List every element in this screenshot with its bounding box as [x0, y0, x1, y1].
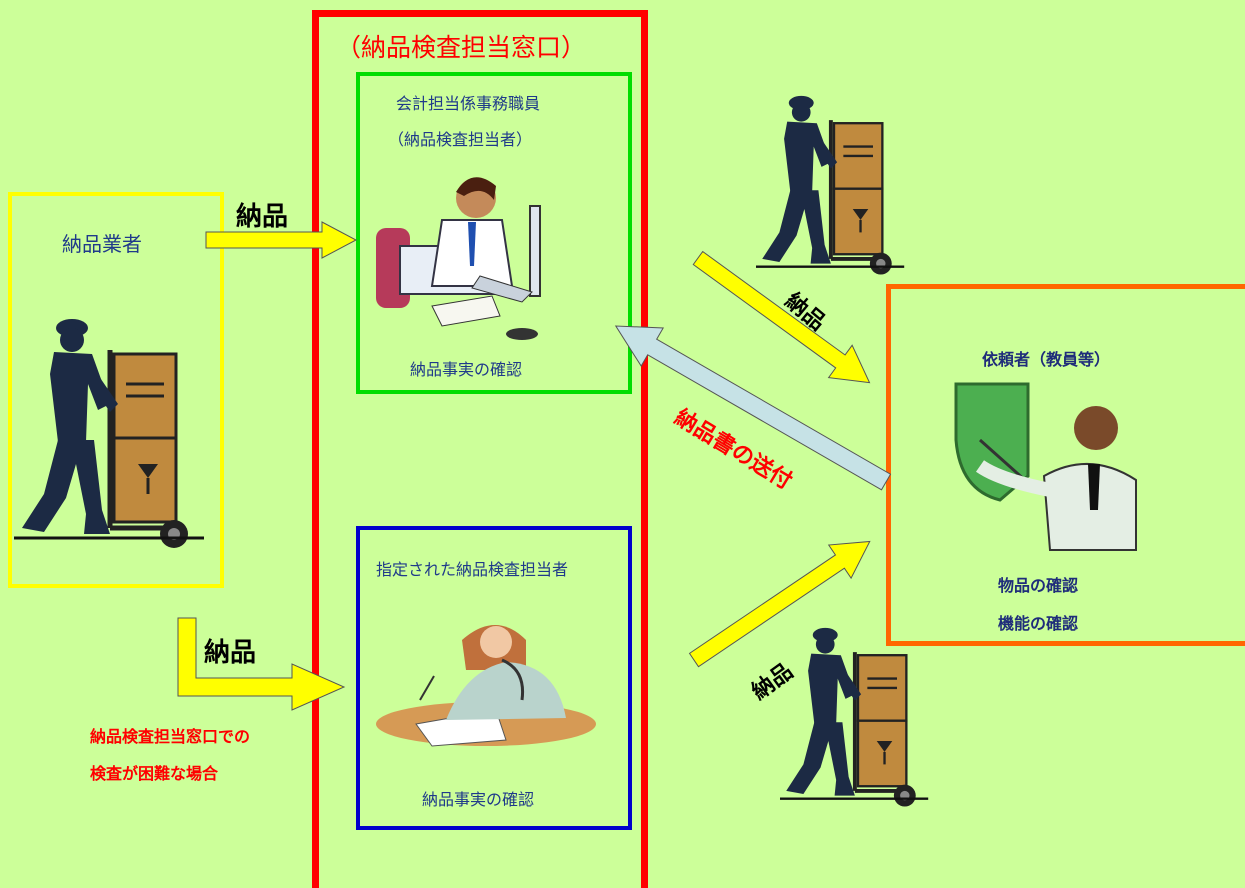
accounting-subtitle: （納品検査担当者）	[388, 130, 533, 149]
designated-title: 指定された納品検査担当者	[376, 560, 569, 579]
delivery-worker-bottom-right	[778, 625, 931, 809]
difficult-case-line1: 納品検査担当窓口での	[90, 727, 251, 746]
clerk-at-computer-illustration	[376, 177, 541, 340]
vendor-box	[8, 192, 224, 588]
vendor-label: 納品業者	[62, 232, 142, 256]
delivery-label-top: 納品	[236, 202, 289, 232]
delivery-worker-vendor	[14, 314, 214, 544]
requester-box	[886, 284, 1245, 646]
designated-inspector-box	[356, 526, 632, 830]
delivery-worker-top-right	[754, 93, 907, 277]
requester-title: 依頼者（教員等）	[982, 350, 1111, 369]
teacher-with-board-illustration	[954, 382, 1137, 551]
requester-line1: 物品の確認	[998, 576, 1079, 595]
requester-line2: 機能の確認	[998, 614, 1079, 633]
accounting-staff-box	[356, 72, 632, 394]
inspector-on-phone-illustration	[376, 625, 596, 747]
inspection-window-box	[312, 10, 648, 888]
difficult-case-line2: 検査が困難な場合	[90, 764, 219, 783]
delivery-label-bottom: 納品	[204, 638, 257, 668]
designated-caption: 納品事実の確認	[422, 790, 535, 809]
accounting-title: 会計担当係事務職員	[396, 94, 541, 113]
inspection-window-label: （納品検査担当窓口）	[336, 33, 587, 62]
accounting-caption: 納品事実の確認	[410, 360, 523, 379]
